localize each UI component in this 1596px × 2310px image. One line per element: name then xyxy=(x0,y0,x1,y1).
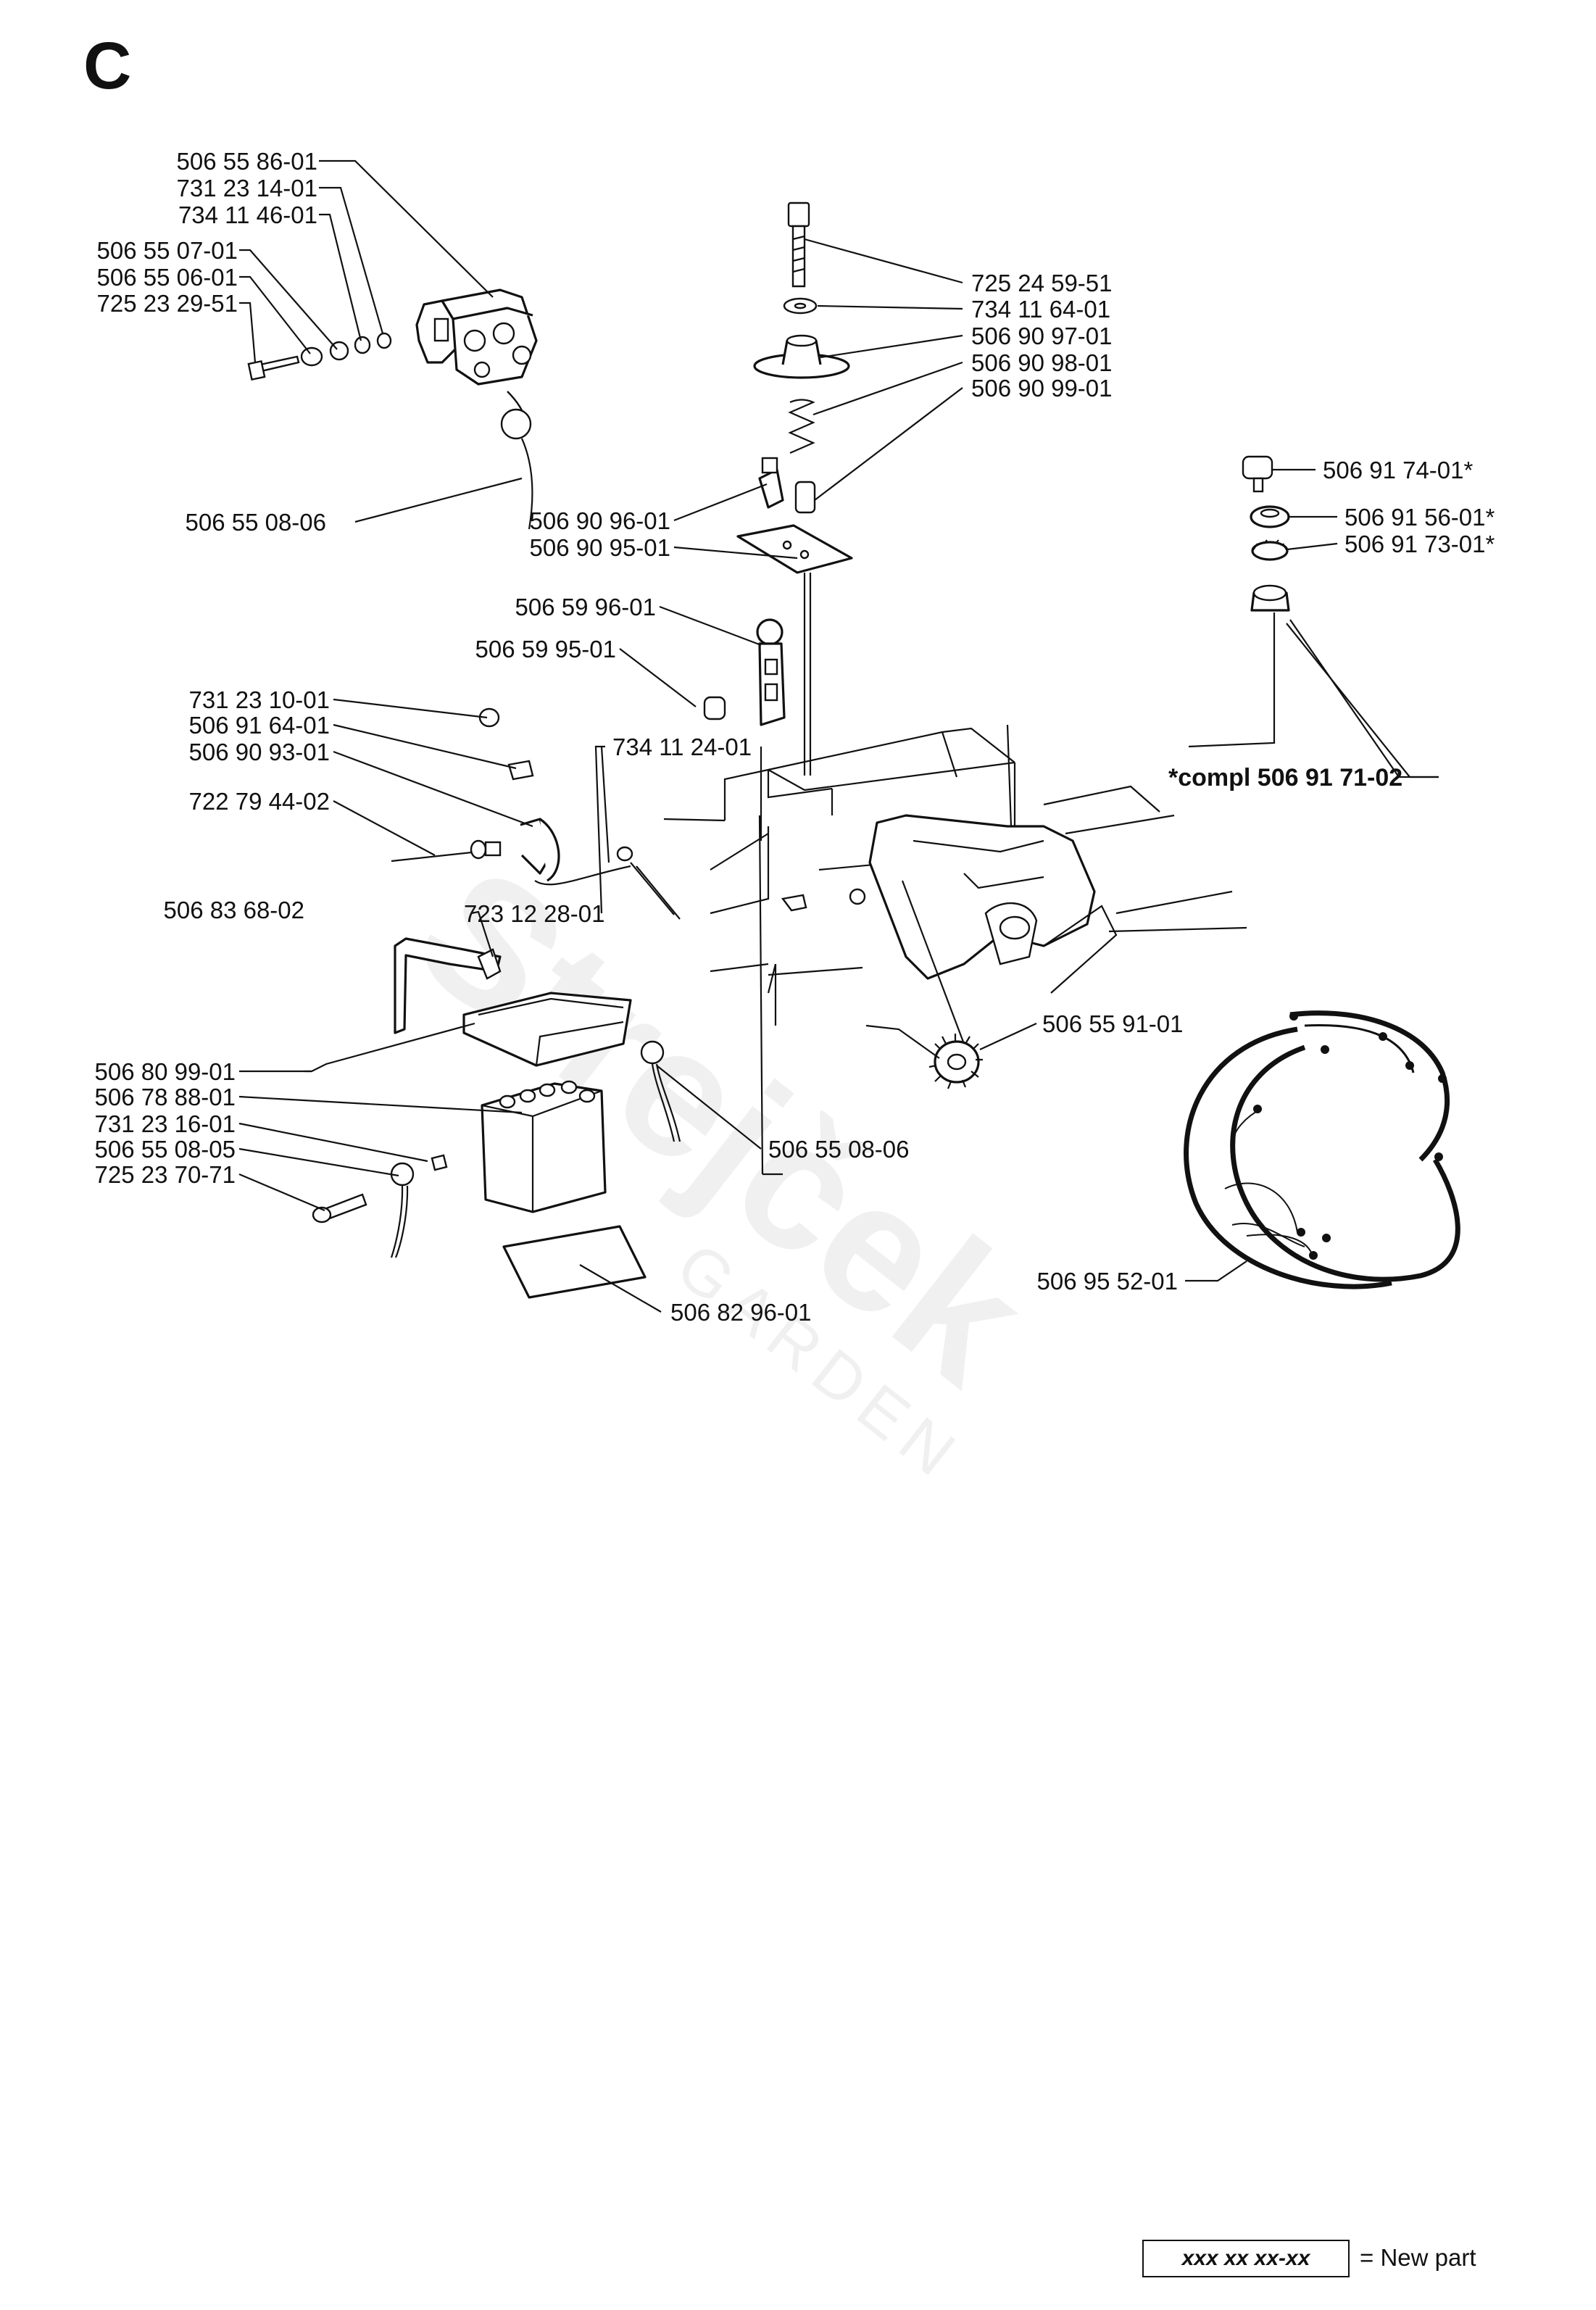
solenoid-drawing xyxy=(247,288,538,530)
part-label: 725 23 70-71 xyxy=(94,1161,236,1188)
part-label: 506 95 52-01 xyxy=(1036,1268,1178,1295)
part-label: 506 55 07-01 xyxy=(96,237,238,264)
part-label: 506 59 95-01 xyxy=(475,636,616,662)
part-label: 506 90 96-01 xyxy=(529,507,670,534)
wiring-harness-drawing xyxy=(1184,1010,1460,1289)
chassis-frame-drawing xyxy=(663,724,1247,1176)
section-letter: C xyxy=(83,29,131,103)
part-label: 506 90 93-01 xyxy=(188,739,330,765)
legend-text: = New part xyxy=(1360,2244,1476,2271)
part-label: 734 11 64-01 xyxy=(971,296,1110,323)
part-label-assembly: *compl 506 91 71-02 xyxy=(1168,764,1402,792)
part-label: 722 79 44-02 xyxy=(188,788,330,815)
part-label: 506 82 96-01 xyxy=(670,1299,812,1326)
battery-drawing xyxy=(312,937,681,1299)
part-label: 506 90 95-01 xyxy=(529,534,670,561)
part-label: 506 90 99-01 xyxy=(971,375,1113,402)
part-label: 506 55 86-01 xyxy=(176,148,317,175)
cable-drawing xyxy=(391,707,681,920)
part-label: 725 24 59-51 xyxy=(971,270,1113,296)
part-label: 506 91 56-01* xyxy=(1344,504,1495,531)
part-label: 734 11 46-01 xyxy=(178,201,317,228)
part-label: 506 55 08-06 xyxy=(185,509,326,536)
lever-mechanism-drawing xyxy=(703,201,853,776)
part-label: 506 91 73-01* xyxy=(1344,531,1495,557)
ignition-switch-drawing xyxy=(1188,455,1290,748)
part-label: 506 80 99-01 xyxy=(94,1058,236,1085)
part-label: 731 23 16-01 xyxy=(94,1110,236,1137)
part-label: 506 55 08-06 xyxy=(768,1136,910,1163)
part-label: 506 59 96-01 xyxy=(515,594,656,620)
part-label: 506 90 98-01 xyxy=(971,349,1113,376)
part-label: 731 23 10-01 xyxy=(188,686,330,713)
part-labels: 506 55 86-01 731 23 14-01 734 11 46-01 5… xyxy=(94,148,1495,1326)
part-label: 731 23 14-01 xyxy=(176,175,317,201)
part-label: 506 78 88-01 xyxy=(94,1084,236,1110)
part-label: 506 55 06-01 xyxy=(96,264,238,291)
part-label: 725 23 29-51 xyxy=(96,290,238,317)
part-label: 734 11 24-01 xyxy=(612,734,752,760)
leader-lines xyxy=(238,159,1439,1313)
part-label: 506 55 91-01 xyxy=(1042,1010,1184,1037)
legend-sample-box: xxx xx xx-xx xyxy=(1142,2240,1350,2277)
part-label: 506 91 74-01* xyxy=(1323,457,1474,483)
part-label: 506 91 64-01 xyxy=(188,712,330,739)
part-label: 506 83 68-02 xyxy=(163,897,304,923)
part-label: 506 55 08-05 xyxy=(94,1136,236,1163)
part-label: 723 12 28-01 xyxy=(464,900,605,927)
part-label: 506 90 97-01 xyxy=(971,323,1113,349)
